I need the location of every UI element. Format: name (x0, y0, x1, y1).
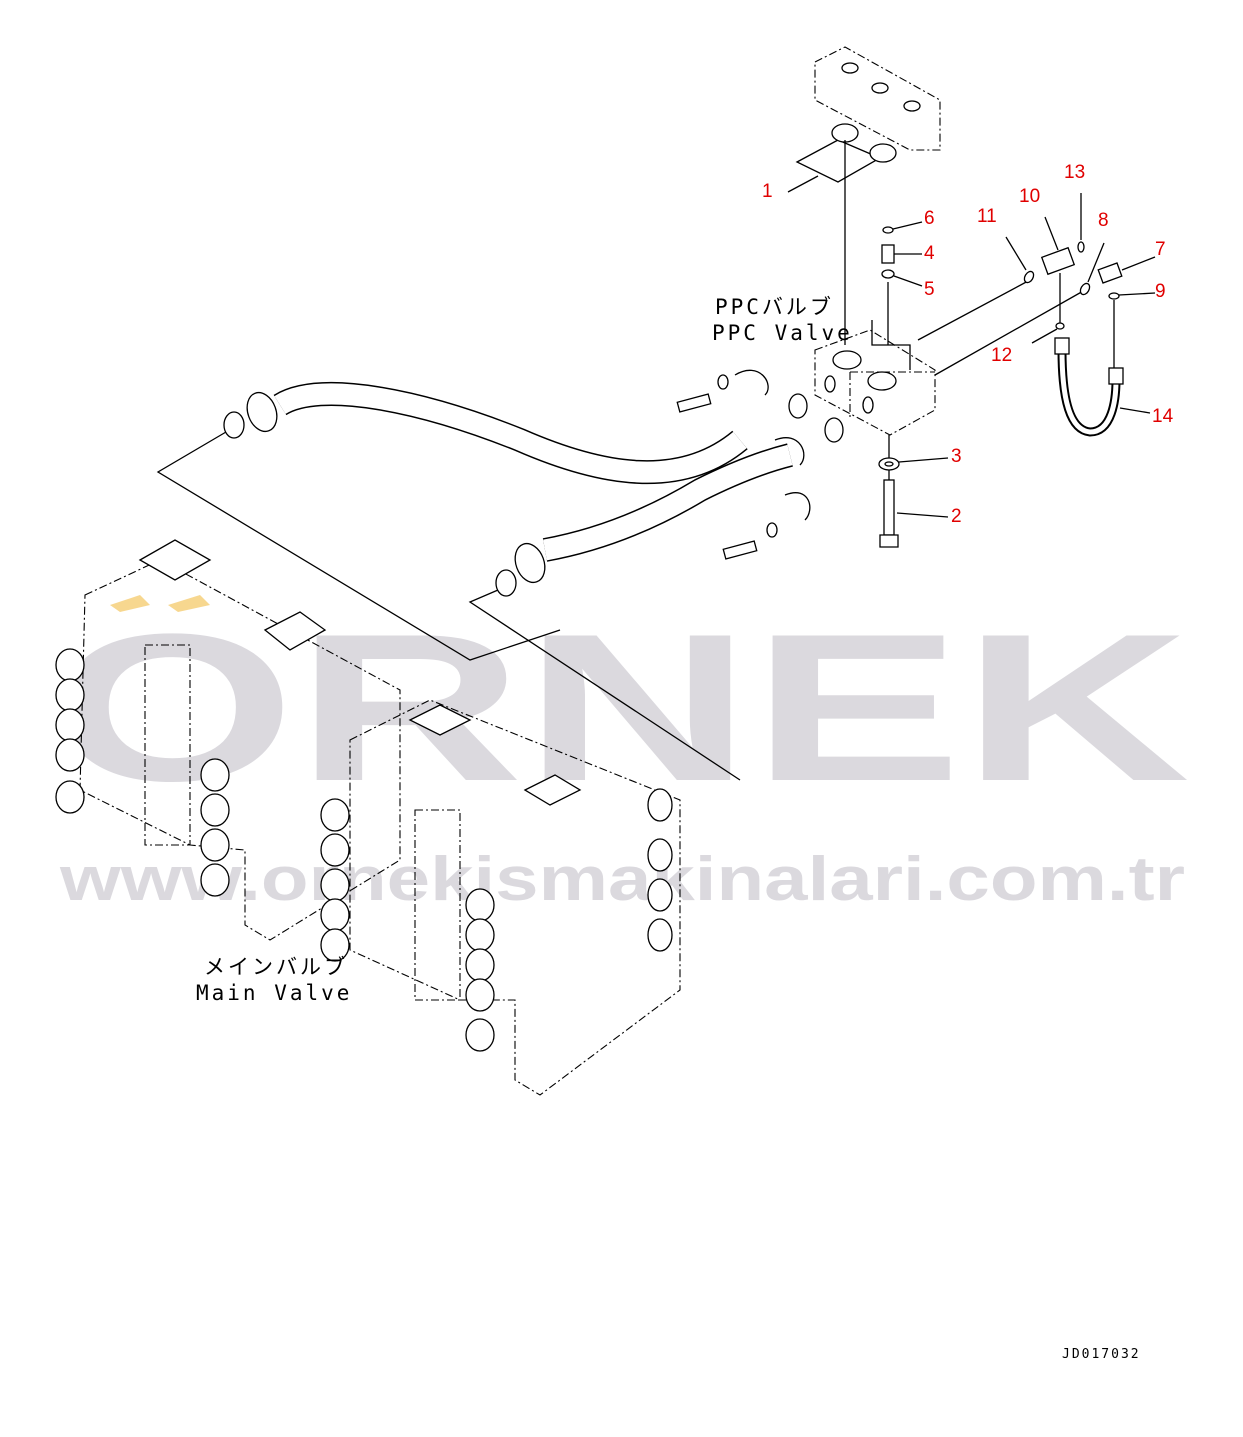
callout-1[interactable]: 1 (762, 181, 773, 202)
oring-part-5 (881, 269, 923, 287)
oring-part-13 (1077, 193, 1085, 253)
spool-caps (55, 648, 673, 1052)
callout-7[interactable]: 7 (1155, 239, 1166, 260)
fitting-part-4 (881, 244, 922, 264)
callouts: 1 2 3 4 5 6 7 8 9 10 11 12 13 14 (762, 162, 1174, 527)
callout-8[interactable]: 8 (1098, 210, 1109, 231)
watermark: ORNEK www.ornekismakinalari.com.tr (50, 590, 1190, 914)
callout-5[interactable]: 5 (924, 279, 935, 300)
callout-9[interactable]: 9 (1155, 281, 1166, 302)
tee-part-10 (1040, 216, 1076, 325)
main-valve (55, 539, 681, 1096)
hose-part-14 (1054, 337, 1151, 437)
watermark-url: www.ornekismakinalari.com.tr (59, 845, 1185, 914)
callout-2[interactable]: 2 (951, 506, 962, 527)
elbow-part-7 (1097, 256, 1156, 284)
oring-part-6 (882, 221, 923, 234)
callout-10[interactable]: 10 (1019, 186, 1040, 207)
callout-4[interactable]: 4 (924, 243, 935, 264)
bolt-part-2 (879, 435, 949, 548)
callout-3[interactable]: 3 (951, 446, 962, 467)
ppc-valve-label-jp: PPCバルブ (715, 295, 834, 319)
ppc-valve-block (814, 279, 1086, 436)
gasket-part-1 (787, 123, 897, 345)
washer-part-3 (878, 457, 949, 471)
callout-6[interactable]: 6 (924, 208, 935, 229)
main-hoses (156, 369, 844, 781)
oring-part-11 (1005, 236, 1035, 284)
oring-part-12 (1031, 322, 1065, 344)
oring-part-9 (1108, 292, 1156, 372)
watermark-brand: ORNEK (50, 590, 1190, 825)
callout-11[interactable]: 11 (977, 206, 997, 227)
callout-12[interactable]: 12 (991, 345, 1012, 366)
oring-part-8 (1079, 242, 1105, 296)
callout-13[interactable]: 13 (1064, 162, 1085, 183)
main-valve-label-en: Main Valve (196, 981, 352, 1005)
main-valve-label-jp: メインバルブ (204, 955, 348, 979)
callout-14[interactable]: 14 (1152, 406, 1174, 427)
ppc-valve-label-en: PPC Valve (712, 321, 853, 345)
drawing-code: JD017032 (1062, 1347, 1141, 1362)
mounting-block (814, 46, 941, 151)
